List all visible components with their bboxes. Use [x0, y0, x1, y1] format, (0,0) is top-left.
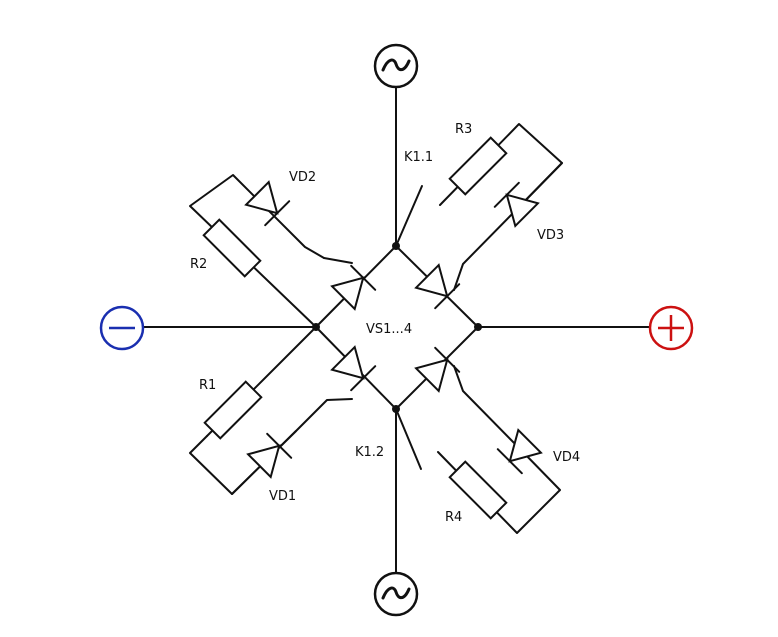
resistor-icon	[448, 136, 508, 196]
diode-icon	[493, 181, 540, 228]
snubber-r3-vd3: R3 VD3	[439, 122, 564, 291]
switch-contact-icon	[395, 185, 423, 247]
switch-contact-icon	[395, 408, 422, 470]
junction-dot	[474, 323, 482, 331]
main-wires	[143, 87, 652, 575]
vd4-label: VD4	[553, 450, 580, 465]
switch-k1-1-label: K1.1	[404, 150, 433, 165]
r1-label: R1	[199, 378, 216, 393]
ac-source-icon	[373, 43, 419, 89]
positive-terminal-icon	[648, 305, 694, 351]
vd2-label: VD2	[289, 170, 316, 185]
diode-icon	[244, 180, 291, 227]
snubber-r2-vd2: R2 VD2	[189, 170, 353, 328]
diode-icon	[496, 428, 543, 475]
switch-k1-1: K1.1	[395, 150, 433, 247]
bridge-label: VS1...4	[366, 322, 412, 337]
thyristor-icon	[330, 264, 377, 311]
resistor-icon	[203, 380, 263, 440]
thyristor-icon	[330, 345, 377, 392]
vd1-label: VD1	[269, 489, 296, 504]
r4-label: R4	[445, 510, 462, 525]
switch-k1-2-label: K1.2	[355, 445, 384, 460]
thyristor-icon	[414, 346, 461, 393]
ac-source-icon	[373, 571, 419, 617]
r2-label: R2	[190, 257, 207, 272]
snubber-r4-vd4: R4 VD4	[437, 365, 580, 534]
vd3-label: VD3	[537, 228, 564, 243]
diode-icon	[246, 432, 293, 479]
switch-k1-2: K1.2	[355, 408, 422, 470]
snubber-r1-vd1: R1 VD1	[189, 326, 353, 504]
r3-label: R3	[455, 122, 472, 137]
resistor-icon	[202, 218, 262, 278]
resistor-icon	[448, 460, 508, 520]
negative-terminal-icon	[99, 305, 145, 351]
thyristor-bridge: VS1...4	[312, 242, 482, 413]
